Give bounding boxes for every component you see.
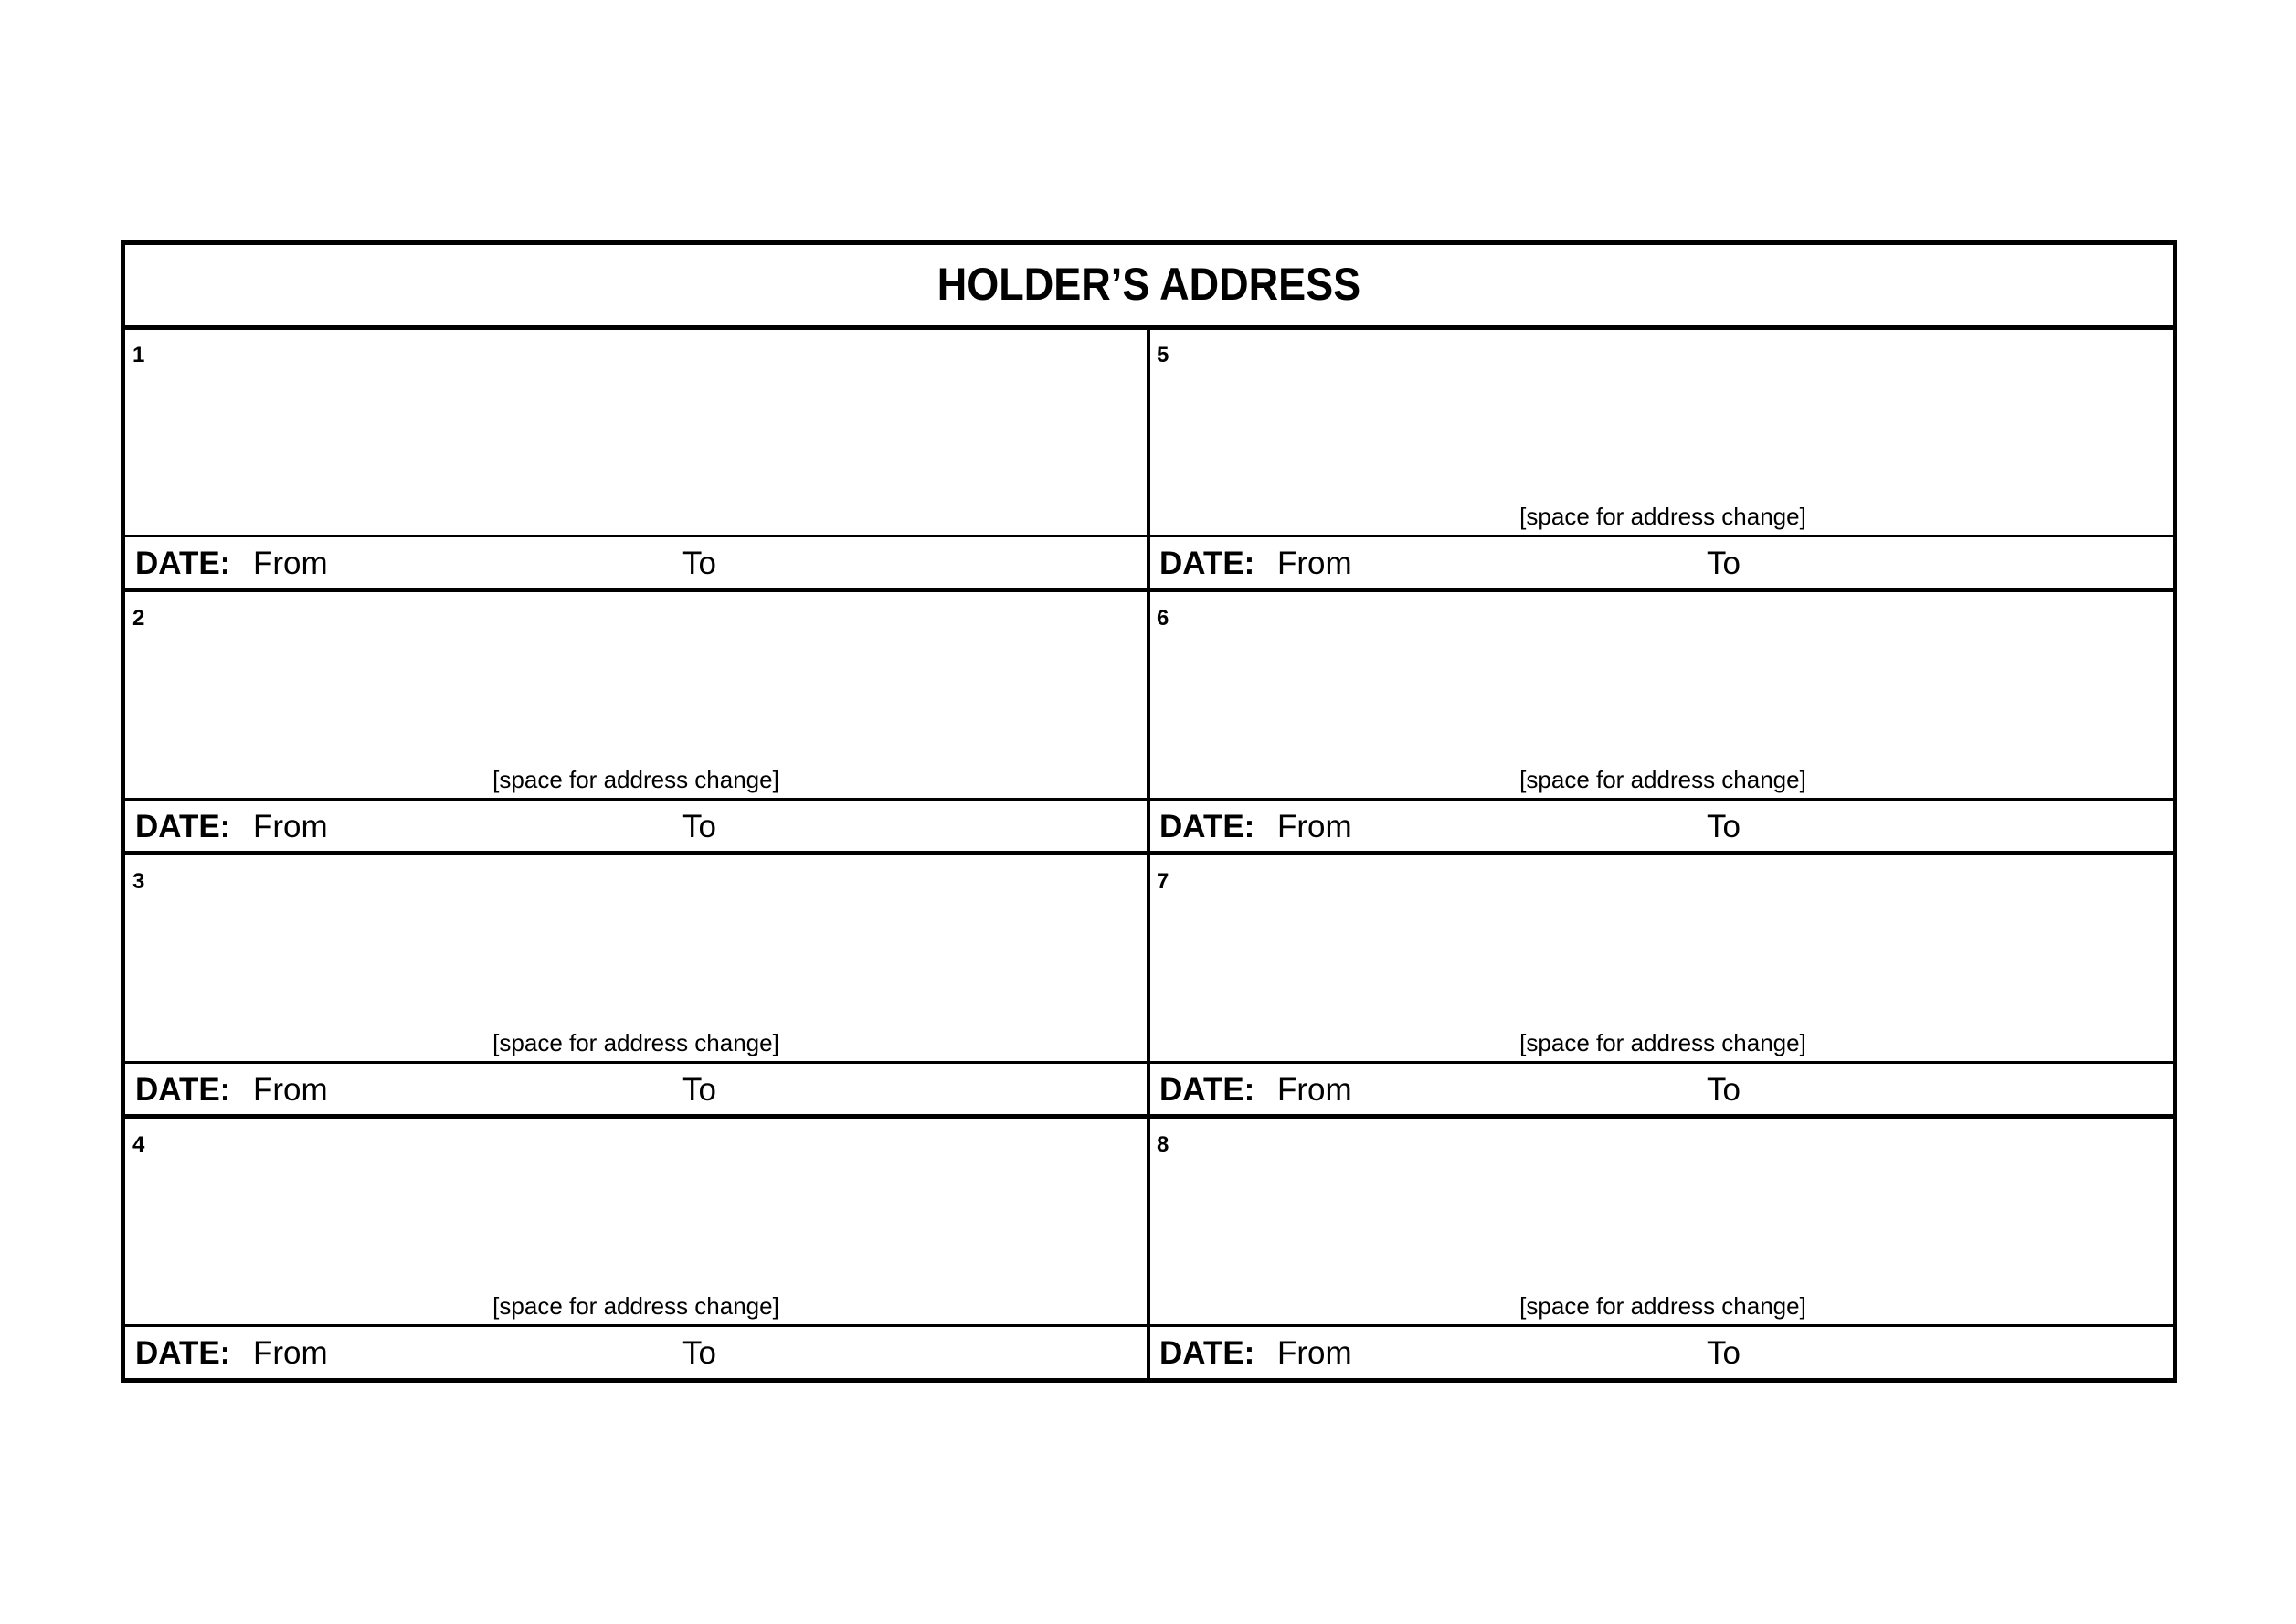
address-change-hint: [space for address change]: [1519, 503, 1806, 530]
address-change-hint: [space for address change]: [492, 1029, 779, 1056]
block-number: 6: [1157, 606, 1169, 631]
address-change-hint: [space for address change]: [492, 1292, 779, 1320]
date-label: DATE:: [1159, 1335, 1255, 1371]
block-number: 2: [132, 606, 145, 631]
date-to-field[interactable]: To: [1707, 546, 1741, 581]
block-number: 4: [132, 1132, 145, 1157]
form-title: HOLDER’S ADDRESS: [936, 259, 1361, 310]
date-label: DATE:: [135, 809, 231, 844]
date-to-field[interactable]: To: [1707, 809, 1741, 844]
address-change-hint: [space for address change]: [492, 766, 779, 793]
date-from-field[interactable]: From: [1277, 1335, 1352, 1371]
date-label: DATE:: [1159, 1072, 1255, 1108]
block-number: 7: [1157, 869, 1169, 894]
date-label: DATE:: [135, 1335, 231, 1371]
date-label: DATE:: [135, 1072, 231, 1108]
date-to-field[interactable]: To: [682, 546, 716, 581]
date-to-field[interactable]: To: [682, 1335, 716, 1371]
date-from-field[interactable]: From: [1277, 1072, 1352, 1108]
date-from-field[interactable]: From: [253, 1072, 328, 1108]
date-to-field[interactable]: To: [1707, 1335, 1741, 1371]
column-divider: [1147, 328, 1150, 1381]
date-to-field[interactable]: To: [682, 1072, 716, 1108]
date-from-field[interactable]: From: [253, 809, 328, 844]
address-change-hint: [space for address change]: [1519, 1029, 1806, 1056]
block-number: 5: [1157, 343, 1169, 367]
date-to-field[interactable]: To: [1707, 1072, 1741, 1108]
address-change-hint: [space for address change]: [1519, 1292, 1806, 1320]
date-from-field[interactable]: From: [1277, 809, 1352, 844]
block-number: 1: [132, 343, 145, 367]
date-to-field[interactable]: To: [682, 809, 716, 844]
date-from-field[interactable]: From: [1277, 546, 1352, 581]
date-label: DATE:: [135, 546, 231, 581]
date-label: DATE:: [1159, 809, 1255, 844]
form-header: HOLDER’S ADDRESS: [121, 240, 2177, 328]
date-from-field[interactable]: From: [253, 1335, 328, 1371]
block-number: 3: [132, 869, 145, 894]
block-number: 8: [1157, 1132, 1169, 1157]
date-label: DATE:: [1159, 546, 1255, 581]
date-from-field[interactable]: From: [253, 546, 328, 581]
address-change-hint: [space for address change]: [1519, 766, 1806, 793]
header-divider: [121, 325, 2177, 330]
